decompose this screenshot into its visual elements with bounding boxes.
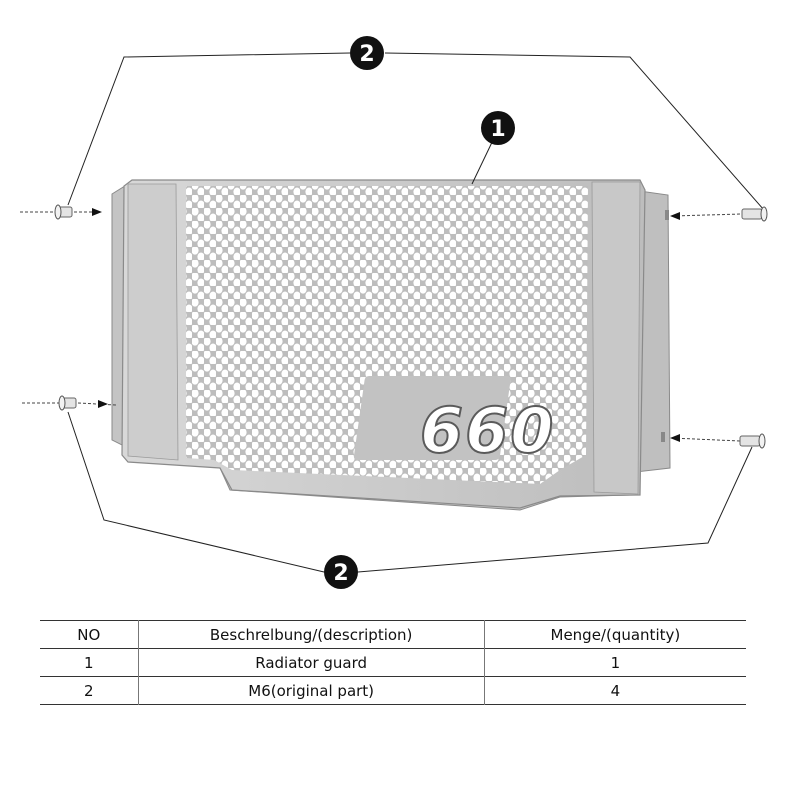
cell-description: Radiator guard — [137, 648, 485, 677]
table-row: 1 Radiator guard 1 — [40, 648, 746, 677]
cell-quantity: 4 — [483, 676, 746, 705]
cell-description: M6(original part) — [137, 676, 485, 705]
radiator-guard: 660 — [111, 179, 671, 511]
callout-bolts-bottom: 2 — [67, 411, 753, 589]
header-description: Beschrelbung/(description) — [137, 620, 485, 649]
callout-number: 2 — [333, 561, 348, 586]
arrow-icon — [670, 434, 680, 442]
header-no: NO — [40, 620, 139, 649]
guard-right-flange — [591, 181, 641, 495]
bolt-bottom-right — [661, 432, 766, 449]
logo-plate — [353, 376, 511, 460]
cell-no: 2 — [40, 676, 139, 705]
cell-quantity: 1 — [483, 648, 746, 677]
callout-guard: 1 — [471, 111, 515, 185]
leader-line — [357, 446, 753, 573]
callout-badge — [481, 111, 515, 145]
leader-line — [471, 135, 496, 185]
bolt-bottom-left — [22, 395, 117, 411]
guard-left-flange — [127, 183, 179, 461]
leader-line — [384, 52, 765, 211]
table-row: 2 M6(original part) 4 — [40, 676, 746, 705]
table-header-row: NO Beschrelbung/(description) Menge/(qua… — [40, 620, 746, 649]
arrow-icon — [670, 212, 680, 220]
callout-number: 1 — [490, 117, 505, 142]
callout-badge — [350, 36, 384, 70]
bolt-top-left — [20, 204, 102, 220]
logo-660: 660 — [420, 394, 555, 467]
parts-table: NO Beschrelbung/(description) Menge/(qua… — [40, 620, 746, 705]
header-quantity: Menge/(quantity) — [483, 620, 746, 649]
callout-badge — [324, 555, 358, 589]
cell-no: 1 — [40, 648, 139, 677]
leader-line — [67, 411, 325, 573]
callout-number: 2 — [359, 42, 374, 67]
arrow-icon — [98, 400, 108, 408]
arrow-icon — [92, 208, 102, 216]
bolt-top-right — [665, 206, 768, 222]
leader-line — [67, 52, 351, 206]
callout-bolts-top: 2 — [67, 36, 765, 211]
